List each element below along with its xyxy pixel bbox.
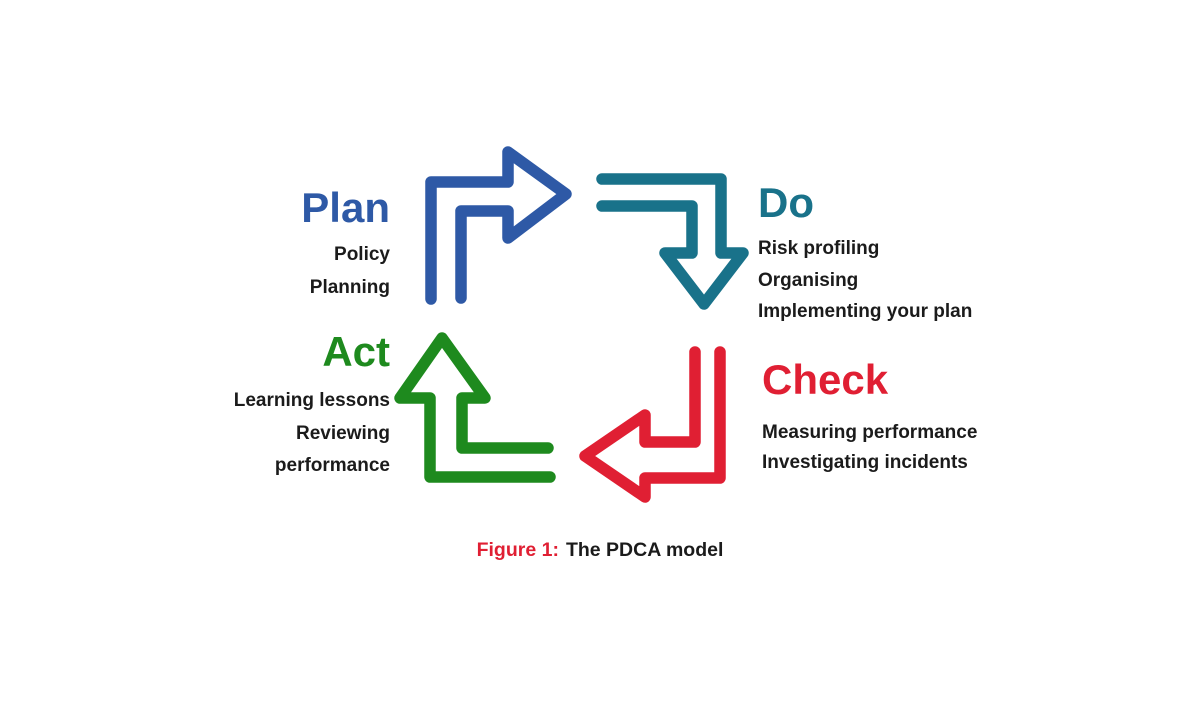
figure-caption-label: Figure 1: — [476, 539, 559, 561]
plan-title: Plan — [301, 184, 390, 231]
do-item: Organising — [758, 269, 859, 291]
do-section: Do Risk profiling Organising Implementin… — [758, 181, 1078, 328]
do-item: Risk profiling — [758, 238, 880, 259]
act-item: Learning lessons — [233, 390, 390, 411]
plan-item: Planning — [309, 276, 390, 298]
do-items: Risk profiling Organising Implementing y… — [758, 233, 1078, 328]
act-arrow-icon — [394, 332, 556, 483]
plan-item: Policy — [334, 244, 390, 265]
do-title: Do — [758, 179, 814, 226]
do-arrow-icon — [596, 173, 749, 310]
check-arrow-icon — [579, 346, 726, 503]
act-items: Learning lessons Reviewing performance — [70, 385, 390, 483]
figure-caption-title: The PDCA model — [565, 539, 724, 561]
check-item: Measuring performance — [762, 422, 978, 443]
plan-section: Plan Policy Planning — [70, 186, 390, 304]
figure-caption: Figure 1: The PDCA model — [0, 538, 1200, 562]
act-item: performance — [274, 455, 390, 476]
plan-arrow-icon — [425, 146, 572, 305]
act-item: Reviewing — [296, 422, 390, 444]
do-item: Implementing your plan — [758, 301, 973, 322]
act-title: Act — [322, 328, 390, 375]
check-title: Check — [762, 356, 889, 403]
plan-items: Policy Planning — [70, 239, 390, 304]
check-item: Investigating incidents — [762, 452, 968, 473]
act-section: Act Learning lessons Reviewing performan… — [70, 330, 390, 483]
check-items: Measuring performance Investigating inci… — [762, 418, 1082, 478]
check-section: Check Measuring performance Investigatin… — [762, 358, 1082, 478]
